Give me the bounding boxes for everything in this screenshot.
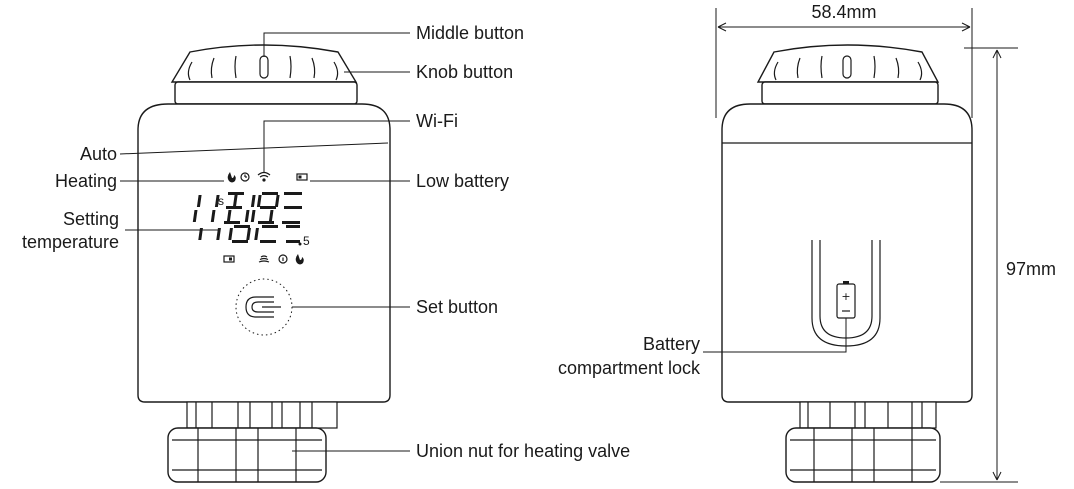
front-stem — [186, 401, 338, 429]
label-set-button: Set button — [416, 297, 498, 317]
width-dimension — [715, 8, 973, 118]
clock-icon — [240, 172, 250, 182]
back-view-device: + — [721, 44, 973, 483]
front-union-nut — [167, 427, 327, 483]
info-icon — [278, 254, 288, 264]
plus-icon: + — [841, 290, 850, 303]
label-knob-button: Knob button — [416, 62, 513, 82]
back-union-nut — [785, 427, 941, 483]
front-body — [137, 103, 391, 403]
label-middle-button: Middle button — [416, 23, 524, 43]
knob-base-ring — [174, 81, 358, 105]
label-auto: Auto — [80, 144, 117, 164]
back-knob-base-ring — [761, 81, 939, 105]
dimension-height: 97mm — [1006, 259, 1056, 279]
label-wifi: Wi-Fi — [416, 111, 458, 131]
temperature-display: s — [192, 192, 310, 248]
wifi-icon — [257, 171, 271, 182]
display-small-s: s — [218, 194, 224, 208]
label-union-nut: Union nut for heating valve — [416, 441, 630, 461]
heat-waves-icon — [258, 255, 270, 263]
display-decimal-5: 5 — [303, 234, 310, 248]
front-view-device: s — [137, 44, 391, 483]
flame-icon — [295, 254, 304, 265]
display-digit-row-1 — [192, 192, 302, 224]
battery-icon — [223, 255, 235, 263]
flame-icon — [227, 172, 236, 183]
label-compartment-lock: compartment lock — [558, 358, 701, 378]
label-setting: Setting — [63, 209, 119, 229]
leader-lines-left — [119, 32, 410, 452]
battery-icon — [296, 173, 308, 181]
label-heating: Heating — [55, 171, 117, 191]
dimension-width: 58.4mm — [811, 2, 876, 22]
bottom-status-icons — [223, 254, 304, 265]
top-status-icons — [227, 171, 308, 183]
height-dimension — [940, 47, 1018, 483]
leader-battery-lock — [703, 318, 847, 353]
back-knob-grip-slots — [773, 55, 923, 81]
knob-cap — [170, 44, 358, 83]
label-low-battery: Low battery — [416, 171, 509, 191]
back-stem — [799, 401, 937, 429]
back-body — [721, 103, 973, 403]
back-knob-cap — [756, 44, 940, 83]
display-digit-row-2 — [198, 225, 302, 246]
label-temperature: temperature — [22, 232, 119, 252]
label-battery: Battery — [643, 334, 700, 354]
